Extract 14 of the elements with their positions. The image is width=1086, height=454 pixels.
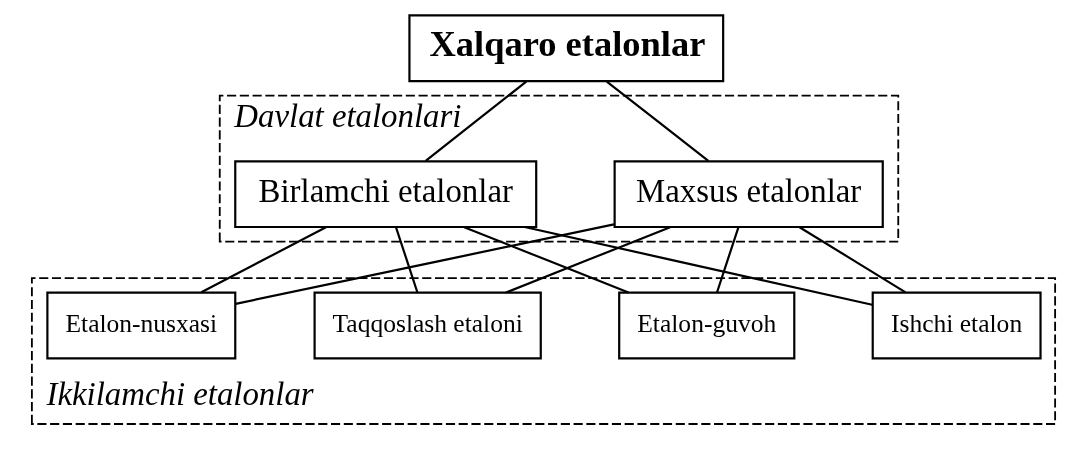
connector [424, 80, 527, 162]
connector [715, 227, 739, 293]
node-box: Etalon-guvoh [617, 291, 795, 360]
connector [605, 80, 709, 162]
node-box: Xalqaro etalonlar [407, 14, 724, 83]
node-box: Taqqoslash etaloni [313, 291, 542, 360]
node-box: Birlamchi etalonlar [233, 160, 537, 229]
connector [394, 227, 418, 293]
connector [523, 226, 872, 306]
connector [200, 226, 326, 294]
node-box: Maxsus etalonlar [613, 160, 884, 229]
node-box: Etalon-nusxasi [45, 291, 236, 360]
connector [234, 223, 614, 305]
node-box: Ishchi etalon [871, 291, 1042, 360]
